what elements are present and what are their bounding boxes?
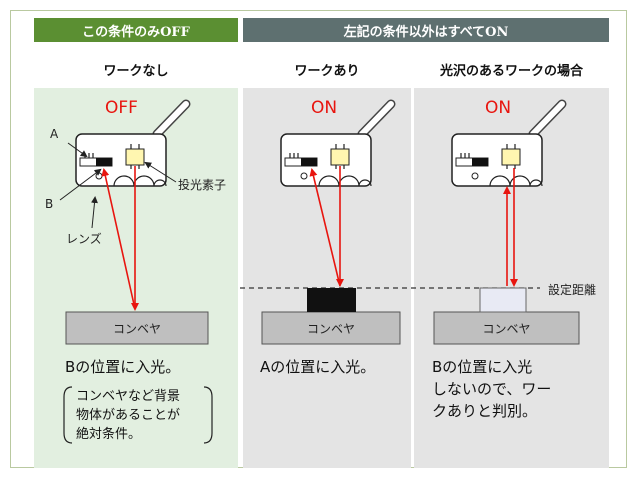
leader-lens	[91, 196, 98, 229]
state-off-label: OFF	[105, 98, 138, 118]
state-on-label-2: ON	[485, 98, 512, 118]
label-b: B	[45, 197, 54, 211]
glossy-work-block	[479, 287, 527, 313]
conveyor-2	[261, 311, 401, 345]
sensor-3	[451, 99, 567, 187]
leader-a	[67, 142, 88, 158]
caption-work-present: Aの位置に入光。	[260, 358, 376, 376]
caption-glossy-work: Bの位置に入光 しないので、ワー クありと判別。	[432, 356, 551, 422]
beam-back-1	[101, 168, 136, 310]
on-condition-banner: 左記の条件以外はすべてON	[243, 18, 609, 42]
label-a: A	[50, 127, 59, 141]
caption-glossy-line-1: Bの位置に入光	[432, 358, 533, 376]
caption-glossy-line-3: クありと判別。	[432, 402, 538, 420]
note-bracket-right	[203, 386, 213, 444]
conveyor-label-2: コンベヤ	[306, 322, 355, 336]
label-emitter: 投光素子	[178, 178, 227, 192]
conveyor-label-1: コンベヤ	[112, 322, 161, 336]
work-block	[307, 288, 356, 312]
label-lens: レンズ	[66, 232, 102, 246]
column-header-work-present: ワークあり	[294, 64, 360, 79]
sensor-2	[280, 99, 396, 187]
leader-b	[59, 168, 102, 201]
note-line-2: 物体があることが	[76, 408, 181, 423]
conveyor-label-3: コンベヤ	[482, 322, 531, 336]
leader-emitter	[144, 161, 177, 183]
note-bracket-left	[63, 386, 73, 444]
background-object-note: コンベヤなど背景 物体があることが 絶対条件。	[76, 387, 206, 444]
label-setting-distance: 設定距離	[548, 283, 597, 297]
column-header-no-work: ワークなし	[103, 64, 169, 79]
state-on-label-1: ON	[311, 98, 338, 118]
conveyor-1	[65, 311, 209, 345]
note-line-1: コンベヤなど背景	[76, 389, 181, 404]
caption-glossy-line-2: しないので、ワー	[432, 380, 552, 398]
caption-no-work: Bの位置に入光。	[65, 358, 181, 376]
beam-back-2	[309, 168, 341, 287]
column-header-glossy-work: 光沢のあるワークの場合	[439, 64, 583, 79]
note-line-3: 絶対条件。	[76, 427, 142, 442]
off-condition-banner: この条件のみOFF	[34, 18, 238, 42]
